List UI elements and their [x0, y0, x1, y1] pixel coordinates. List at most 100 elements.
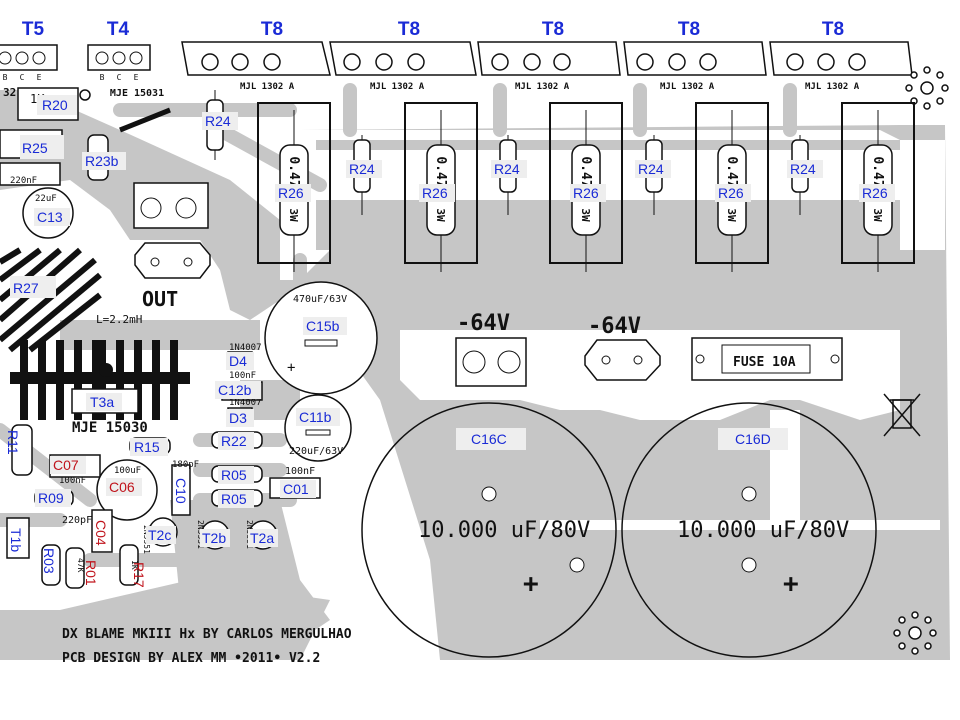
- mounting-hole-bottom: [893, 611, 937, 655]
- label-r20: R20: [42, 97, 68, 113]
- neg64-terminal-b: -64V: [584, 314, 661, 381]
- label-r22: R22: [221, 433, 247, 449]
- svg-text:FUSE 10A: FUSE 10A: [733, 355, 796, 370]
- label-c16c: C16C: [471, 431, 507, 447]
- label-r24: R24: [494, 161, 520, 177]
- label-d4: D4: [229, 353, 247, 369]
- svg-text:3W: 3W: [579, 208, 592, 222]
- label-r26: R26: [862, 185, 888, 201]
- label-t2b: T2b: [202, 530, 226, 546]
- transistor-headers: T5 T4 T8 T8 T8 T8 T8: [22, 19, 844, 40]
- t5-footprint: B C E: [0, 44, 58, 82]
- label-r03: R03: [41, 548, 57, 574]
- weee-bin-icon: [883, 393, 921, 437]
- heatsink: [10, 340, 190, 420]
- credit-line-1: DX BLAME MKIII Hx BY CARLOS MERGULHAO: [62, 627, 352, 642]
- mjl-label: MJL 1302 A: [370, 82, 425, 92]
- label-c12b: C12b: [218, 382, 252, 398]
- neg64-terminal-a: -64V: [455, 311, 527, 387]
- svg-text:-64V: -64V: [457, 311, 510, 336]
- label-t3a: T3a: [90, 394, 114, 410]
- fuse-holder: FUSE 10A: [691, 337, 843, 381]
- svg-text:32: 32: [3, 86, 16, 99]
- label-r26: R26: [718, 185, 744, 201]
- svg-text:0.47: 0.47: [286, 156, 301, 187]
- svg-text:180pF: 180pF: [172, 460, 199, 470]
- header-t8: T8: [542, 19, 564, 40]
- svg-text:0.47: 0.47: [578, 156, 593, 187]
- svg-text:C: C: [20, 73, 25, 82]
- label-c11b: C11b: [299, 409, 332, 425]
- header-t4: T4: [107, 19, 130, 40]
- label-r26: R26: [278, 185, 304, 201]
- t8-footprint: MJL 1302 A: [477, 41, 621, 92]
- credit-line-2: PCB DESIGN BY ALEX MM •2011• V2.2: [62, 651, 320, 666]
- svg-text:+: +: [783, 569, 799, 599]
- svg-text:+: +: [287, 360, 295, 376]
- svg-text:100nF: 100nF: [59, 476, 86, 486]
- svg-text:0.47: 0.47: [433, 156, 448, 187]
- header-t8: T8: [678, 19, 700, 40]
- header-t8: T8: [822, 19, 844, 40]
- c11b-capacitor: 220uF/63V: [284, 394, 352, 462]
- header-t8: T8: [261, 19, 283, 40]
- svg-text:22uF: 22uF: [35, 194, 57, 204]
- mjl-label: MJL 1302 A: [805, 82, 860, 92]
- component-labels: R20 R25 R23b C13 R27 R24 R24 R24 R24 R24…: [5, 95, 895, 588]
- svg-text:L=2.2mH: L=2.2mH: [96, 313, 142, 326]
- svg-text:0.47: 0.47: [870, 156, 885, 187]
- label-c06: C06: [109, 479, 135, 495]
- label-r11: R11: [5, 430, 21, 455]
- svg-text:1K: 1K: [130, 560, 139, 570]
- pcb-credits: DX BLAME MKIII Hx BY CARLOS MERGULHAO PC…: [62, 627, 352, 666]
- svg-text:220pF: 220pF: [62, 515, 92, 526]
- label-r09: R09: [38, 490, 64, 506]
- mounting-hole-top: [905, 66, 949, 110]
- c15b-capacitor: 470uF/63V +: [264, 281, 378, 395]
- label-c13: C13: [37, 209, 63, 225]
- svg-text:E: E: [37, 73, 42, 82]
- t8-footprint: MJL 1302 A: [181, 41, 331, 92]
- svg-text:10.000 uF/80V: 10.000 uF/80V: [418, 518, 590, 543]
- label-c10: C10: [173, 478, 189, 504]
- svg-text:3W: 3W: [871, 208, 884, 222]
- svg-text:-64V: -64V: [588, 314, 641, 339]
- header-t8: T8: [398, 19, 420, 40]
- svg-text:3W: 3W: [434, 208, 447, 222]
- label-r05: R05: [221, 491, 247, 507]
- svg-text:100nF: 100nF: [285, 466, 315, 477]
- svg-text:3W: 3W: [725, 208, 738, 222]
- svg-text:B: B: [100, 73, 105, 82]
- t8-footprint: MJL 1302 A: [769, 41, 913, 92]
- label-c04: C04: [93, 520, 109, 546]
- mjl-label: MJL 1302 A: [515, 82, 570, 92]
- svg-text:1N4007: 1N4007: [229, 398, 262, 408]
- t8-footprint: MJL 1302 A: [329, 41, 477, 92]
- label-r24: R24: [349, 161, 375, 177]
- label-r01: R01: [83, 560, 99, 586]
- label-r17: R17: [131, 562, 147, 588]
- label-c16d: C16D: [735, 431, 771, 447]
- label-t2a: T2a: [250, 530, 274, 546]
- label-c01: C01: [283, 481, 309, 497]
- label-r26: R26: [573, 185, 599, 201]
- svg-text:0.47: 0.47: [724, 156, 739, 187]
- svg-text:E: E: [134, 73, 139, 82]
- mje15031-label: MJE 15031: [110, 88, 164, 99]
- label-r24: R24: [205, 113, 231, 129]
- svg-text:+: +: [523, 569, 539, 599]
- t4-footprint: B C E MJE 15031: [87, 44, 164, 99]
- label-d3: D3: [229, 410, 247, 426]
- mje15030-label: MJE 15030: [72, 420, 148, 436]
- label-r24: R24: [790, 161, 816, 177]
- label-t1b: T1b: [8, 528, 24, 552]
- t8-footprint: MJL 1302 A: [623, 41, 767, 92]
- svg-text:3W: 3W: [287, 208, 300, 222]
- big-capacitor-c16d: 10.000 uF/80V +: [621, 402, 877, 658]
- label-c07: C07: [53, 457, 79, 473]
- mjl-label: MJL 1302 A: [240, 82, 295, 92]
- svg-text:10.000 uF/80V: 10.000 uF/80V: [677, 518, 849, 543]
- label-r25: R25: [22, 140, 48, 156]
- out-label: OUT: [142, 287, 178, 311]
